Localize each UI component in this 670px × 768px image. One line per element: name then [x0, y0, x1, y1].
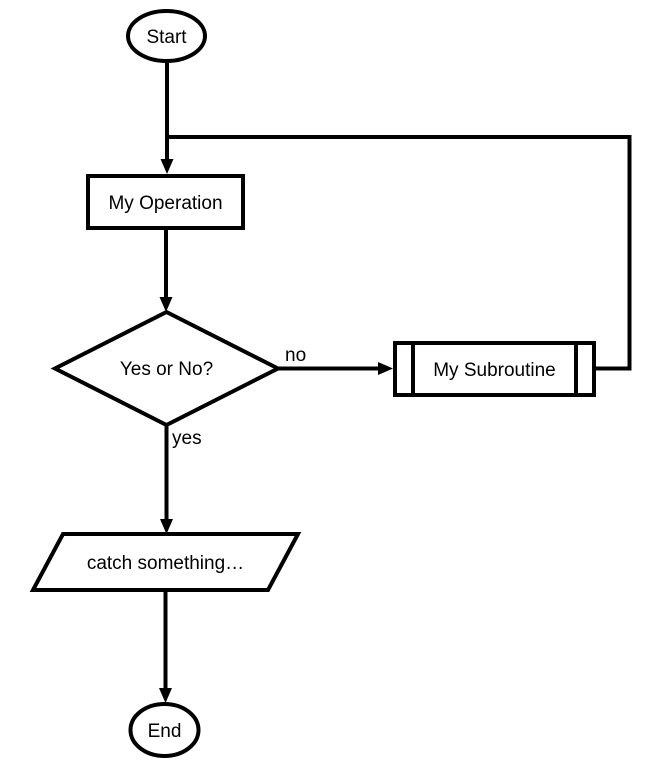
arrowhead-into-operation-icon — [160, 159, 174, 174]
edge-subroutine-loopback — [167, 135, 632, 371]
arrowhead-into-end-icon — [159, 688, 172, 703]
decision-node-label: Yes or No? — [120, 359, 213, 380]
end-node-label: End — [148, 721, 182, 742]
catch-node — [29, 532, 302, 592]
subroutine-node — [393, 341, 596, 397]
no-branch-label: no — [285, 345, 306, 366]
catch-node-label: catch something… — [87, 553, 244, 574]
operation-node — [86, 174, 245, 230]
arrowhead-into-decision-icon — [159, 297, 173, 312]
start-node — [126, 9, 207, 63]
arrowhead-into-catch-icon — [160, 519, 173, 534]
subroutine-node-label: My Subroutine — [433, 360, 556, 381]
yes-branch-label: yes — [172, 428, 202, 449]
decision-node — [50, 309, 283, 428]
start-node-label: Start — [146, 27, 187, 48]
operation-node-label: My Operation — [108, 193, 222, 214]
arrowhead-into-subroutine-icon — [378, 362, 393, 375]
end-node — [128, 702, 201, 758]
